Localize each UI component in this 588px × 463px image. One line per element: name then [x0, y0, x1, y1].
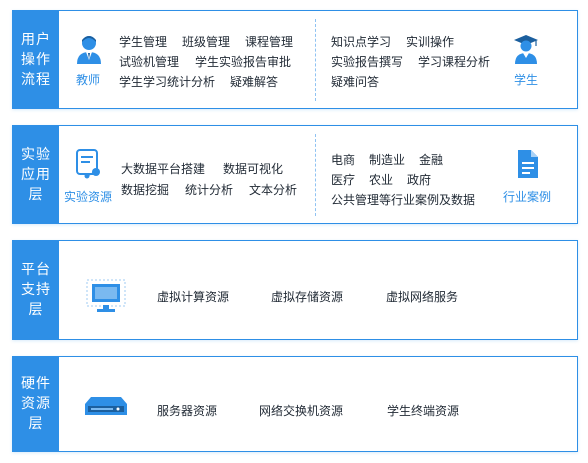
teacher-function: 课程管理 [245, 35, 294, 49]
teacher-function: 疑难解答 [230, 75, 279, 89]
layer-label: 实验 应用 层 [13, 126, 59, 223]
teacher-caption: 教师 [76, 73, 101, 87]
experiment-item: 数据可视化 [223, 162, 284, 176]
teacher-icon [77, 36, 101, 64]
student-function: 知识点学习 [331, 35, 392, 49]
hardware-item: 学生终端资源 [387, 404, 460, 418]
industry-item: 政府 [407, 173, 432, 187]
experiment-item: 文本分析 [249, 183, 298, 197]
student-icon [514, 35, 538, 64]
student-caption: 学生 [514, 73, 539, 87]
teacher-function: 学生管理 [119, 35, 168, 49]
teacher-function: 学生实验报告审批 [195, 55, 292, 69]
industry-item: 电商 [331, 153, 356, 167]
platform-item: 虚拟计算资源 [157, 290, 230, 304]
industry-item: 金融 [419, 153, 444, 167]
layer-label: 硬件 资源 层 [13, 357, 59, 451]
divider [315, 19, 316, 101]
layer-hardware-resource: 硬件 资源 层 服务器资源 网络交换机资源 学生终端资源 [12, 356, 578, 452]
industry-item: 医疗 [331, 173, 356, 187]
layer-label: 平台 支持 层 [13, 241, 59, 339]
platform-item: 虚拟存储资源 [271, 290, 344, 304]
teacher-function: 班级管理 [182, 35, 231, 49]
experiment-item: 统计分析 [185, 183, 234, 197]
layer-platform-support: 平台 支持 层 虚拟计算资源 虚拟存储资源 虚拟网络服务 [12, 240, 578, 340]
industry-item: 农业 [369, 173, 394, 187]
industry-case-caption: 行业案例 [503, 190, 552, 204]
platform-item: 虚拟网络服务 [386, 290, 459, 304]
layer-user-operation: 用户 操作 流程 教师 学生管理 班级管理 课程管理 试验机管理 学生实验报告审… [12, 10, 578, 109]
teacher-function: 学生学习统计分析 [119, 75, 216, 89]
student-function: 实训操作 [406, 35, 455, 49]
hardware-item: 网络交换机资源 [259, 404, 344, 418]
experiment-item: 数据挖掘 [121, 183, 170, 197]
experiment-resource-icon [76, 149, 100, 179]
experiment-resource-caption: 实验资源 [64, 190, 113, 204]
industry-item: 制造业 [369, 153, 406, 167]
server-icon [85, 397, 127, 415]
monitor-icon [86, 279, 126, 312]
student-function: 实验报告撰写 [331, 55, 404, 69]
divider [315, 134, 316, 216]
industry-case-icon [518, 150, 538, 178]
student-function: 疑难问答 [331, 75, 380, 89]
layer-experiment-application: 实验 应用 层 实验资源 大数据平台搭建 数据可视化 数据挖掘 统计分析 文本分… [12, 125, 578, 224]
hardware-item: 服务器资源 [157, 404, 218, 418]
student-function: 学习课程分析 [418, 55, 491, 69]
industry-item: 公共管理等行业案例及数据 [331, 193, 476, 207]
teacher-function: 试验机管理 [119, 55, 180, 69]
experiment-item: 大数据平台搭建 [121, 162, 206, 176]
layer-label: 用户 操作 流程 [13, 11, 59, 108]
